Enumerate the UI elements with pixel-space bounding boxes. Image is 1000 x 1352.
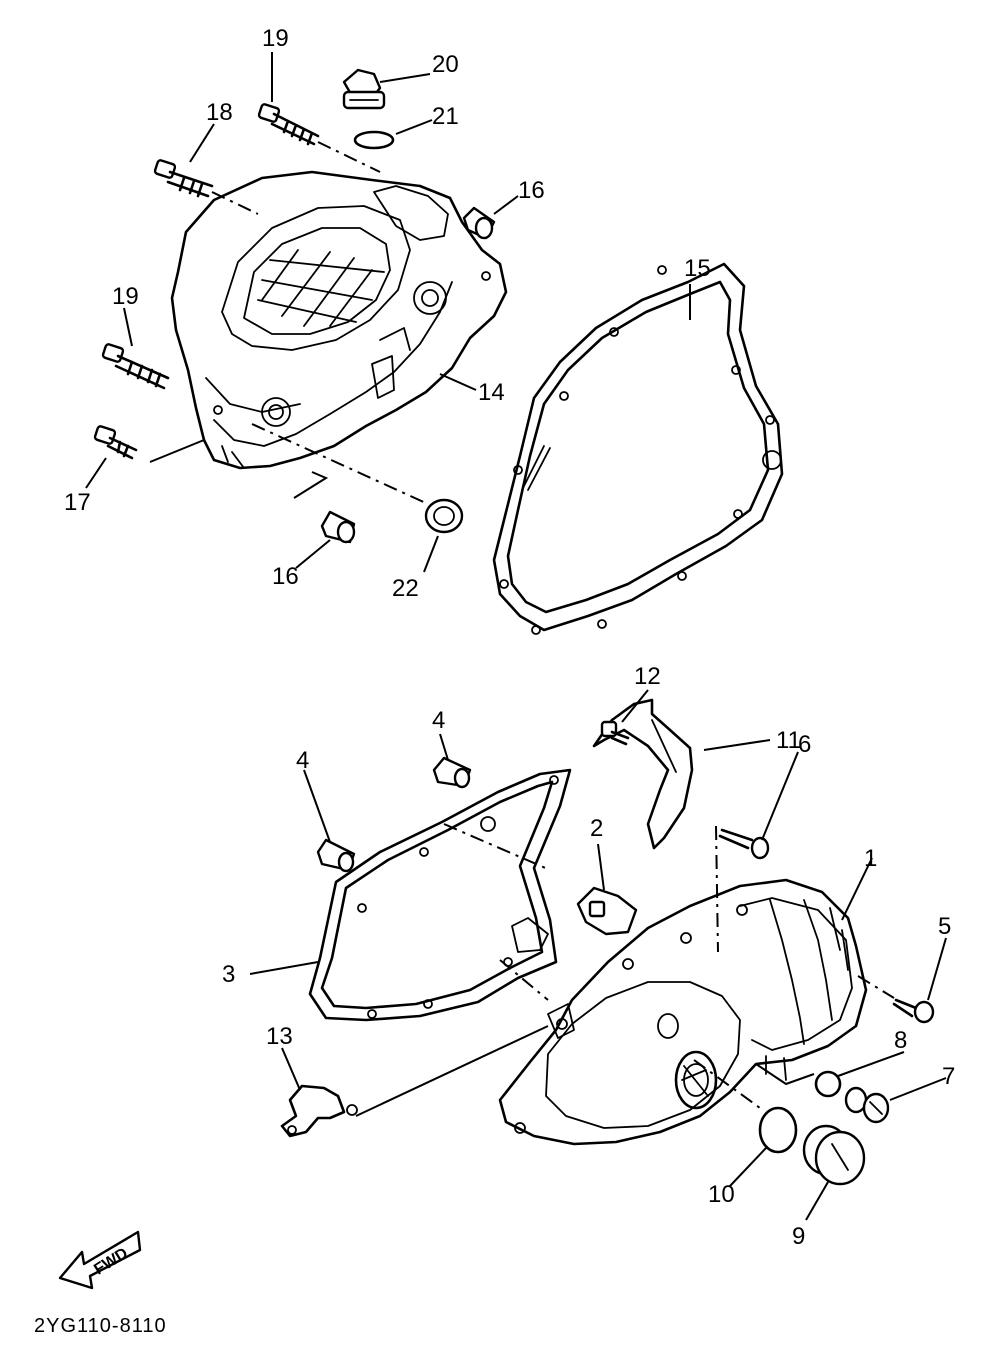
guide-line (715, 825, 719, 953)
guide-line (857, 975, 895, 999)
callout-9: 9 (792, 1223, 805, 1250)
callout-10: 10 (708, 1181, 735, 1208)
guide-line (499, 959, 549, 1001)
pickup-coil-2 (576, 886, 638, 936)
dowel-16-top (462, 206, 496, 240)
callout-22: 22 (392, 575, 419, 602)
guide-line (693, 1059, 761, 1109)
bolt-19-top (257, 103, 320, 146)
leader-lines-upper (85, 52, 691, 573)
callout-4-right: 4 (432, 707, 445, 734)
guide-line (251, 423, 429, 505)
fwd-arrow-icon: FWD (58, 1230, 142, 1290)
guide-line (211, 191, 259, 215)
magneto-cover-1 (498, 878, 868, 1146)
plug-7 (844, 1086, 890, 1124)
diagram-code: 2YG110-8110 (34, 1315, 167, 1337)
callout-8: 8 (894, 1027, 907, 1054)
oil-seal-22 (424, 498, 464, 534)
guide-line (355, 1025, 549, 1117)
o-ring-8 (814, 1070, 842, 1098)
callout-7: 7 (942, 1063, 955, 1090)
o-ring-10 (758, 1106, 798, 1154)
callout-15: 15 (684, 255, 711, 282)
callout-11: 11 (776, 727, 801, 754)
callout-21: 21 (432, 103, 459, 130)
crankcase-cover-upper (170, 170, 508, 470)
callout-3: 3 (222, 961, 235, 988)
guide-line (149, 439, 205, 463)
lead-clamp-11 (592, 698, 694, 850)
gasket-15 (492, 262, 784, 635)
callout-12: 12 (634, 663, 661, 690)
callout-14: 14 (478, 379, 505, 406)
guide-line (293, 471, 329, 499)
callout-16-bottom: 16 (272, 563, 299, 590)
callout-19-left: 19 (112, 283, 139, 310)
callout-4-left: 4 (296, 747, 309, 774)
dowel-4-right (432, 756, 472, 789)
bolt-17 (93, 425, 138, 460)
bolt-6 (718, 828, 770, 860)
callout-13: 13 (266, 1023, 293, 1050)
filler-plug-20 (342, 68, 386, 110)
callout-16-top: 16 (518, 177, 545, 204)
callout-19-top: 19 (262, 25, 289, 52)
callout-numbers: 19 20 21 18 16 15 19 14 17 16 22 12 4 11… (64, 25, 955, 1250)
leader-lines-lower (249, 689, 947, 1221)
bolt-18 (153, 159, 214, 198)
cap-9 (802, 1124, 866, 1186)
callout-2: 2 (590, 815, 603, 842)
o-ring-21 (353, 130, 395, 150)
bolt-5 (892, 998, 935, 1024)
dowel-16-bottom (320, 510, 356, 544)
dowel-4-left (316, 838, 356, 873)
callout-20: 20 (432, 51, 459, 78)
guide-line (755, 1063, 815, 1086)
callout-5: 5 (938, 913, 951, 940)
callout-17: 17 (64, 489, 91, 516)
callout-1: 1 (864, 845, 877, 872)
callout-6: 6 (798, 731, 811, 758)
bolt-19-left (101, 343, 170, 390)
guide-line (317, 141, 381, 173)
guide-line (443, 823, 551, 871)
bracket-13 (280, 1084, 358, 1138)
screw-12 (600, 720, 630, 746)
callout-18: 18 (206, 99, 233, 126)
gasket-3 (308, 768, 572, 1022)
